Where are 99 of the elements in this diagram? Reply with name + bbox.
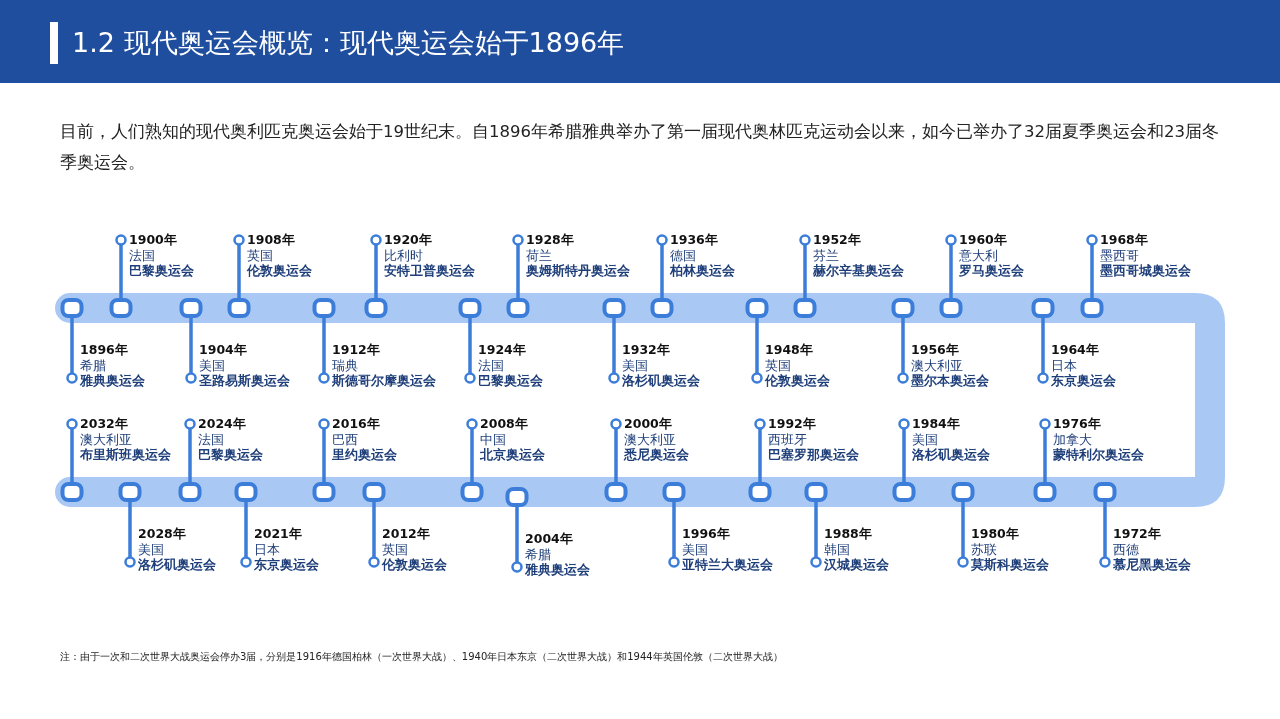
year-label: 2012年 — [382, 526, 431, 542]
country-label: 澳大利亚 — [911, 357, 964, 373]
country-label: 巴西 — [332, 431, 359, 447]
games-name: 墨西哥城奥运会 — [1100, 263, 1191, 279]
games-name: 东京奥运会 — [1051, 373, 1116, 389]
games-name: 洛杉矶奥运会 — [622, 373, 700, 389]
country-label: 加拿大 — [1053, 431, 1093, 447]
games-name: 亚特兰大奥运会 — [682, 557, 773, 573]
year-label: 2021年 — [254, 526, 303, 542]
games-name: 柏林奥运会 — [670, 263, 735, 279]
games-name: 悉尼奥运会 — [624, 447, 689, 463]
country-label: 希腊 — [80, 357, 107, 373]
year-label: 1908年 — [247, 232, 296, 248]
year-label: 1896年 — [80, 342, 129, 358]
year-label: 1992年 — [768, 416, 817, 432]
year-label: 1948年 — [765, 342, 814, 358]
games-name: 莫斯科奥运会 — [971, 557, 1049, 573]
country-label: 芬兰 — [813, 247, 840, 263]
year-label: 1912年 — [332, 342, 381, 358]
country-label: 美国 — [682, 541, 709, 557]
year-label: 1900年 — [129, 232, 178, 248]
year-label: 1996年 — [682, 526, 731, 542]
page-title: 1.2 现代奥运会概览：现代奥运会始于1896年 — [72, 26, 625, 60]
games-name: 赫尔辛基奥运会 — [813, 263, 904, 279]
games-name: 东京奥运会 — [254, 557, 319, 573]
country-label: 美国 — [138, 541, 165, 557]
games-name: 布里斯班奥运会 — [80, 447, 171, 463]
games-name: 洛杉矶奥运会 — [912, 447, 990, 463]
games-name: 斯德哥尔摩奥运会 — [332, 373, 436, 389]
year-label: 1988年 — [824, 526, 873, 542]
country-label: 英国 — [382, 541, 409, 557]
year-label: 2016年 — [332, 416, 381, 432]
year-label: 2008年 — [480, 416, 529, 432]
year-label: 1972年 — [1113, 526, 1162, 542]
year-label: 1928年 — [526, 232, 575, 248]
year-label: 2024年 — [198, 416, 247, 432]
year-label: 2032年 — [80, 416, 129, 432]
games-name: 慕尼黑奥运会 — [1113, 557, 1191, 573]
country-label: 苏联 — [971, 541, 998, 557]
year-label: 2004年 — [525, 531, 574, 547]
games-name: 伦敦奥运会 — [382, 557, 447, 573]
country-label: 意大利 — [959, 247, 999, 263]
year-label: 2000年 — [624, 416, 673, 432]
year-label: 1904年 — [199, 342, 248, 358]
games-name: 洛杉矶奥运会 — [138, 557, 216, 573]
games-name: 巴塞罗那奥运会 — [768, 447, 859, 463]
year-label: 1984年 — [912, 416, 961, 432]
year-label: 1956年 — [911, 342, 960, 358]
games-name: 圣路易斯奥运会 — [199, 373, 290, 389]
country-label: 西班牙 — [768, 431, 808, 447]
games-name: 罗马奥运会 — [959, 263, 1024, 279]
games-name: 汉城奥运会 — [824, 557, 889, 573]
intro-paragraph: 目前，人们熟知的现代奥利匹克奥运会始于19世纪末。自1896年希腊雅典举办了第一届现代奥林匹克运动会以来，如今已举办了32届夏季奥运会和23届冬季奥运会。 — [60, 121, 1220, 174]
games-name: 奥姆斯特丹奥运会 — [526, 263, 630, 279]
country-label: 德国 — [670, 247, 697, 263]
country-label: 法国 — [478, 357, 505, 373]
country-label: 中国 — [480, 431, 507, 447]
country-label: 英国 — [247, 247, 274, 263]
year-label: 1964年 — [1051, 342, 1100, 358]
year-label: 1920年 — [384, 232, 433, 248]
country-label: 希腊 — [525, 546, 552, 562]
country-label: 法国 — [129, 247, 156, 263]
games-name: 雅典奥运会 — [525, 562, 590, 578]
games-name: 蒙特利尔奥运会 — [1053, 447, 1144, 463]
games-name: 里约奥运会 — [332, 447, 397, 463]
year-label: 1952年 — [813, 232, 862, 248]
country-label: 墨西哥 — [1100, 247, 1140, 263]
year-label: 1976年 — [1053, 416, 1102, 432]
country-label: 瑞典 — [332, 357, 359, 373]
year-label: 2028年 — [138, 526, 187, 542]
country-label: 荷兰 — [526, 247, 553, 263]
games-name: 北京奥运会 — [480, 447, 545, 463]
games-name: 伦敦奥运会 — [765, 373, 830, 389]
country-label: 法国 — [198, 431, 225, 447]
games-name: 巴黎奥运会 — [198, 447, 263, 463]
games-name: 雅典奥运会 — [80, 373, 145, 389]
year-label: 1960年 — [959, 232, 1008, 248]
country-label: 西德 — [1113, 541, 1140, 557]
year-label: 1980年 — [971, 526, 1020, 542]
country-label: 澳大利亚 — [80, 431, 133, 447]
games-name: 巴黎奥运会 — [129, 263, 194, 279]
games-name: 伦敦奥运会 — [247, 263, 312, 279]
year-label: 1932年 — [622, 342, 671, 358]
year-label: 1924年 — [478, 342, 527, 358]
country-label: 比利时 — [384, 247, 424, 263]
year-label: 1936年 — [670, 232, 719, 248]
country-label: 美国 — [199, 357, 226, 373]
country-label: 美国 — [622, 357, 649, 373]
country-label: 日本 — [1051, 357, 1078, 373]
games-name: 安特卫普奥运会 — [384, 263, 475, 279]
footnote: 注：由于一次和二次世界大战奥运会停办3届，分别是1916年德国柏林（一次世界大战）、1940年日本东京（二次世界大战）和1944年英国伦敦（二次世界大战） — [60, 650, 783, 664]
games-name: 墨尔本奥运会 — [911, 373, 989, 389]
country-label: 英国 — [765, 357, 792, 373]
country-label: 韩国 — [824, 541, 851, 557]
country-label: 日本 — [254, 541, 281, 557]
country-label: 澳大利亚 — [624, 431, 677, 447]
year-label: 1968年 — [1100, 232, 1149, 248]
games-name: 巴黎奥运会 — [478, 373, 543, 389]
country-label: 美国 — [912, 431, 939, 447]
